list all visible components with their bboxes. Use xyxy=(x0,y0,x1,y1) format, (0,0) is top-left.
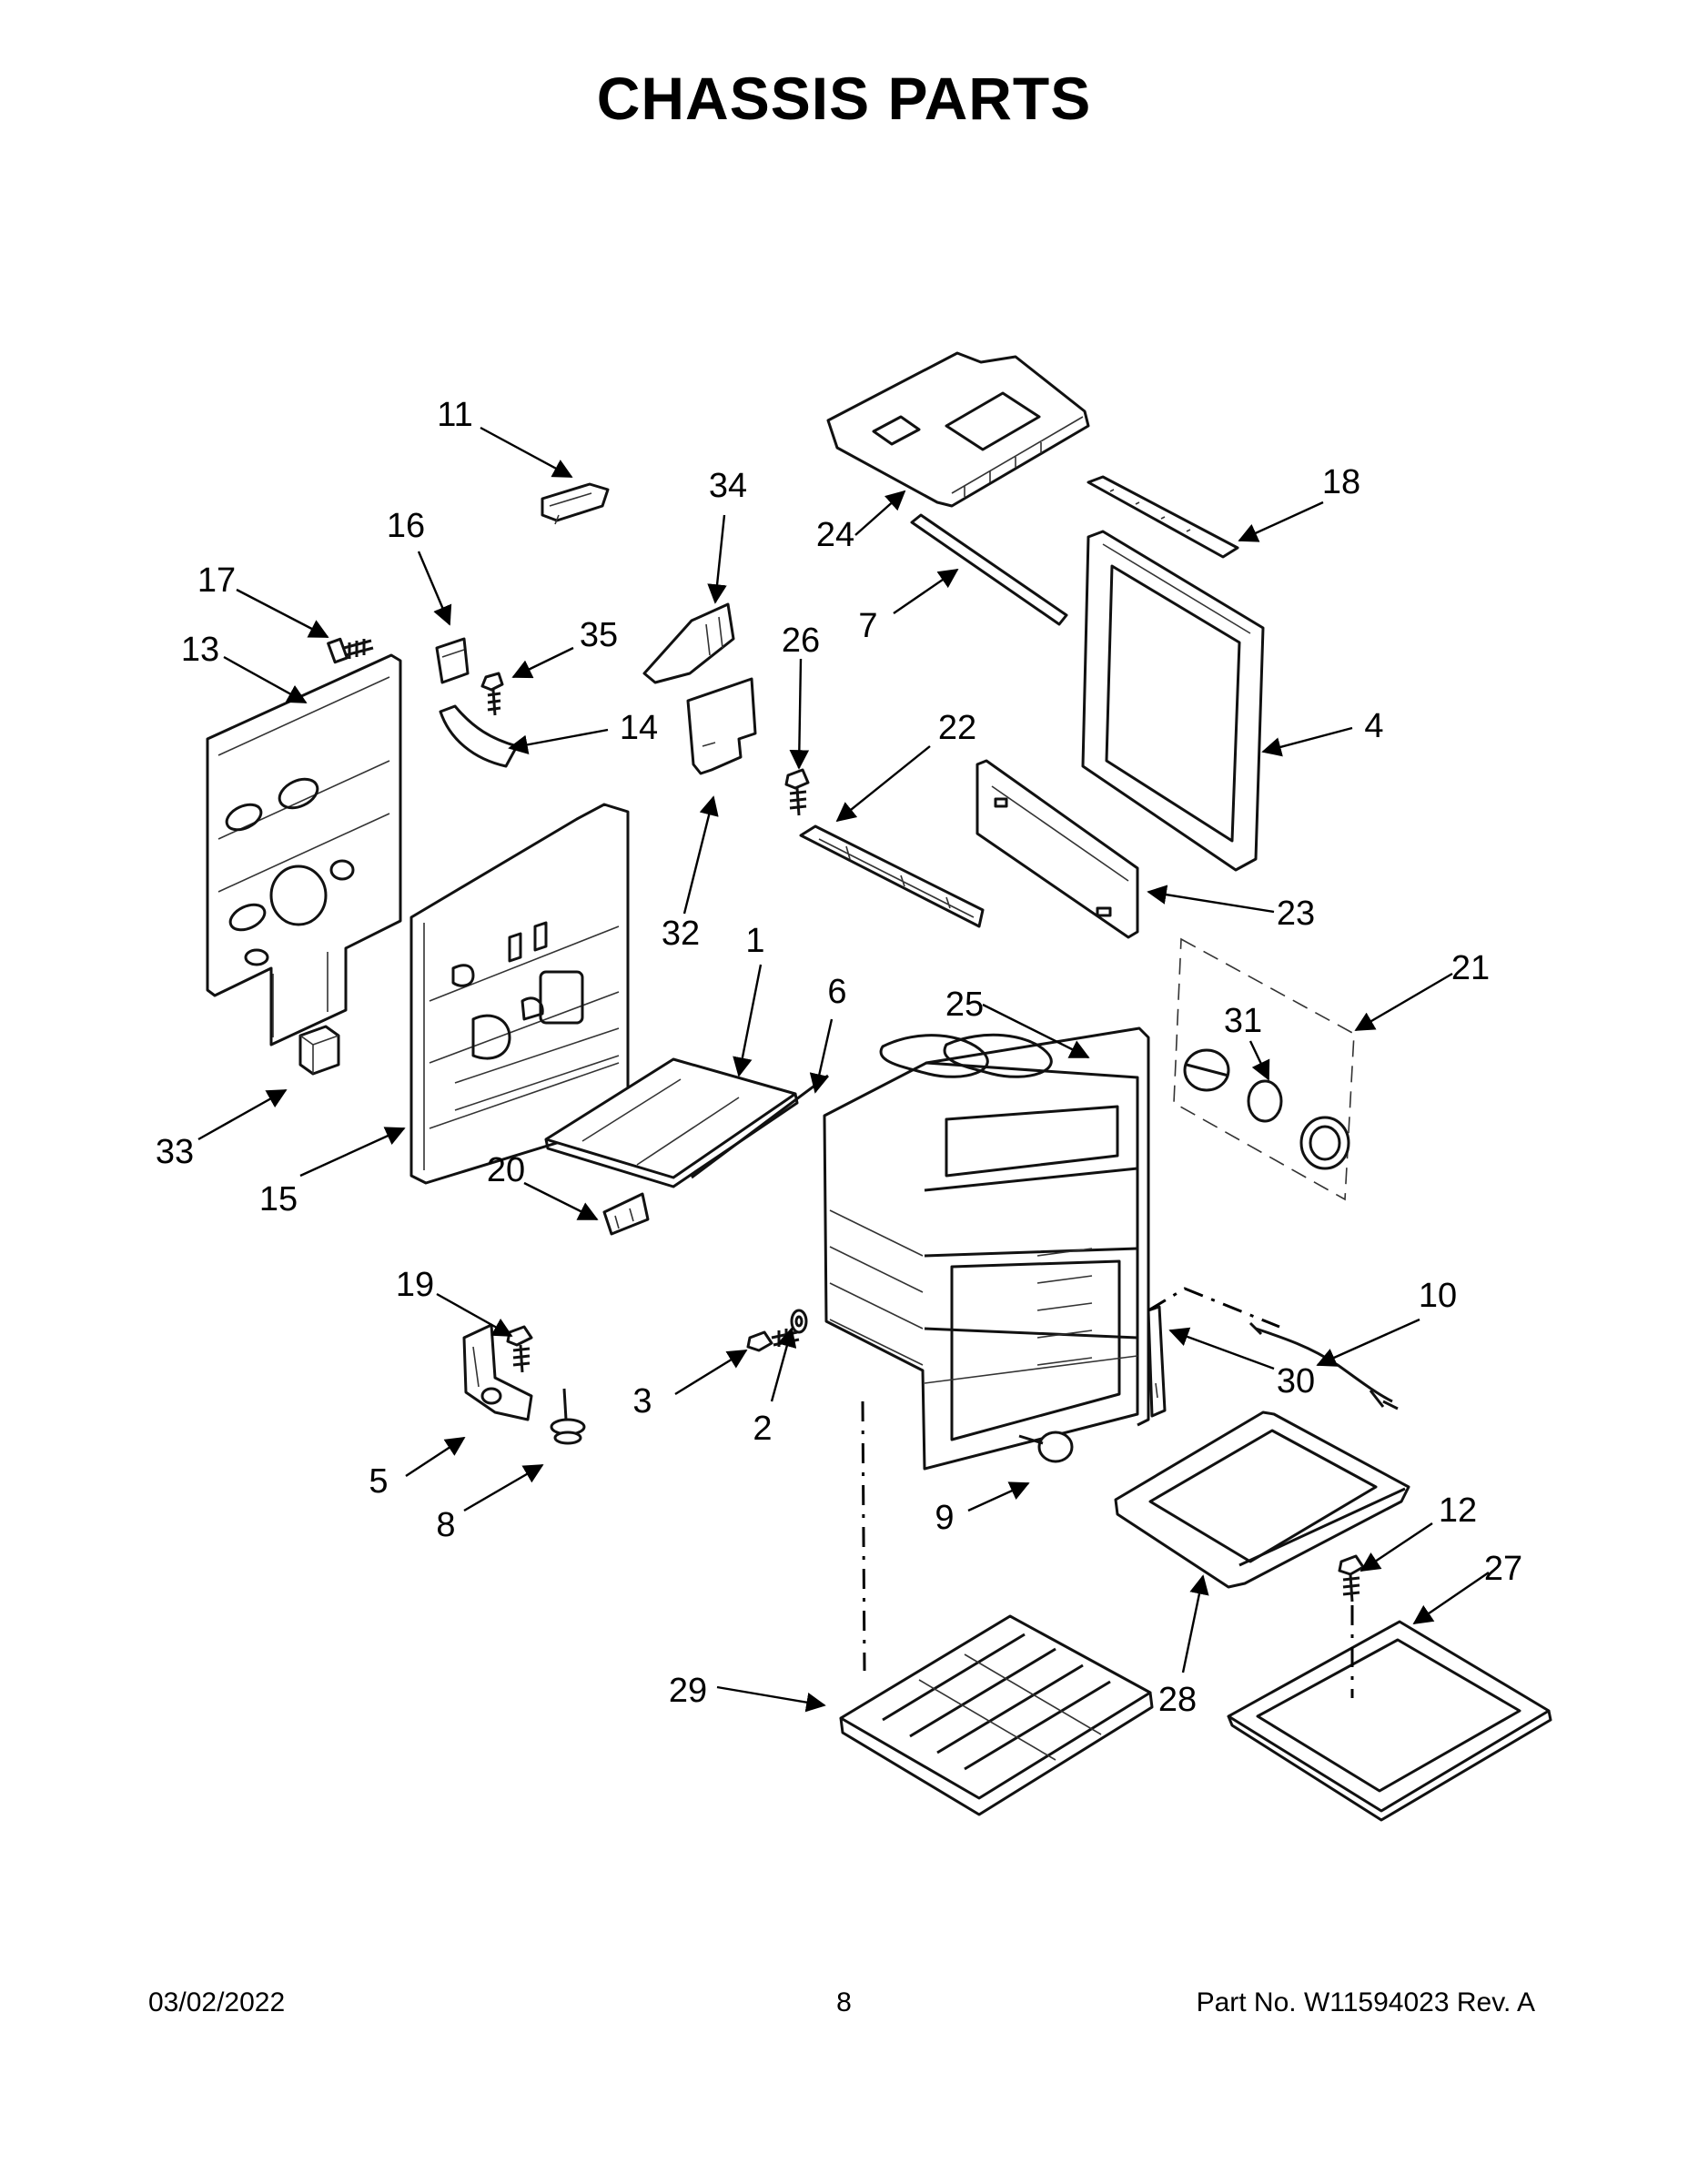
part-6-rod xyxy=(691,1074,829,1179)
part-16-clip xyxy=(435,637,470,684)
callout-31: 31 xyxy=(1224,1002,1262,1040)
callout-21: 21 xyxy=(1451,949,1490,987)
callout-5: 5 xyxy=(369,1462,388,1501)
part-28-door-panel xyxy=(1114,1410,1410,1589)
part-33-block xyxy=(298,1025,340,1076)
part-22-rail xyxy=(799,824,985,928)
callout-17: 17 xyxy=(197,561,236,600)
callout-10: 10 xyxy=(1419,1277,1457,1315)
callout-20: 20 xyxy=(487,1151,525,1189)
page-title: CHASSIS PARTS xyxy=(596,65,1092,132)
part-14-bracket xyxy=(439,704,519,768)
callout-11: 11 xyxy=(437,396,472,434)
part-2-washer xyxy=(790,1309,808,1334)
callout-16: 16 xyxy=(387,507,425,545)
callout-labels: 1 2 3 4 5 6 7 8 9 10 11 12 13 14 15 16 1… xyxy=(156,396,1522,1719)
callout-29: 29 xyxy=(669,1672,707,1710)
part-32-panel xyxy=(686,677,757,775)
callout-12: 12 xyxy=(1439,1491,1477,1530)
part-4-door-frame xyxy=(1081,530,1265,872)
footer-part-number: Part No. W11594023 Rev. A xyxy=(1196,1987,1535,2017)
part-34-bracket xyxy=(642,602,735,684)
part-13-rear-panel xyxy=(206,653,402,1046)
part-30-bracket xyxy=(1147,1305,1167,1418)
callout-6: 6 xyxy=(827,973,846,1011)
part-25-oven-cavity xyxy=(823,1026,1150,1471)
part-18-bar xyxy=(1087,475,1239,559)
leader-arrows xyxy=(197,426,1490,1713)
part-29-bottom-frame xyxy=(839,1614,1154,1816)
callout-30: 30 xyxy=(1277,1362,1315,1400)
part-23-panel xyxy=(975,759,1139,939)
part-8-leveling-leg xyxy=(550,1388,586,1445)
part-7-rail xyxy=(910,513,1068,626)
alignment-lines xyxy=(861,1287,1354,1698)
callout-8: 8 xyxy=(436,1506,455,1544)
part-19-screw xyxy=(506,1325,533,1373)
callout-26: 26 xyxy=(782,622,820,660)
part-24-top-panel xyxy=(826,351,1090,508)
part-15-side-panel xyxy=(409,803,630,1185)
callout-14: 14 xyxy=(620,709,658,747)
callout-33: 33 xyxy=(156,1133,194,1171)
part-9-foot xyxy=(1018,1431,1074,1463)
callout-1: 1 xyxy=(745,922,764,960)
part-10-wire xyxy=(1248,1321,1399,1410)
callout-13: 13 xyxy=(181,631,219,669)
part-17-screw xyxy=(327,637,374,664)
callout-18: 18 xyxy=(1322,463,1360,501)
part-21-light-assembly xyxy=(1173,937,1355,1201)
callout-7: 7 xyxy=(858,607,877,645)
part-35-screw xyxy=(480,672,504,716)
footer-date: 03/02/2022 xyxy=(148,1987,286,2017)
callout-9: 9 xyxy=(935,1499,954,1537)
callout-2: 2 xyxy=(753,1410,772,1448)
callout-23: 23 xyxy=(1277,895,1315,933)
part-12-screw xyxy=(1338,1554,1365,1603)
callout-32: 32 xyxy=(662,915,700,953)
footer-page-number: 8 xyxy=(836,1987,852,2017)
part-27-drawer-pan xyxy=(1227,1620,1552,1822)
callout-4: 4 xyxy=(1364,707,1383,745)
part-26-screw xyxy=(784,768,810,816)
callout-27: 27 xyxy=(1484,1550,1522,1588)
part-11-bracket xyxy=(541,482,610,525)
part-20-bracket xyxy=(602,1192,650,1236)
callout-19: 19 xyxy=(396,1266,434,1304)
callout-3: 3 xyxy=(632,1382,652,1421)
callout-34: 34 xyxy=(709,467,747,505)
callout-24: 24 xyxy=(816,516,854,554)
callout-25: 25 xyxy=(945,986,984,1024)
callout-15: 15 xyxy=(259,1180,298,1218)
callout-35: 35 xyxy=(580,616,618,654)
callout-22: 22 xyxy=(938,709,976,747)
callout-28: 28 xyxy=(1158,1681,1197,1719)
